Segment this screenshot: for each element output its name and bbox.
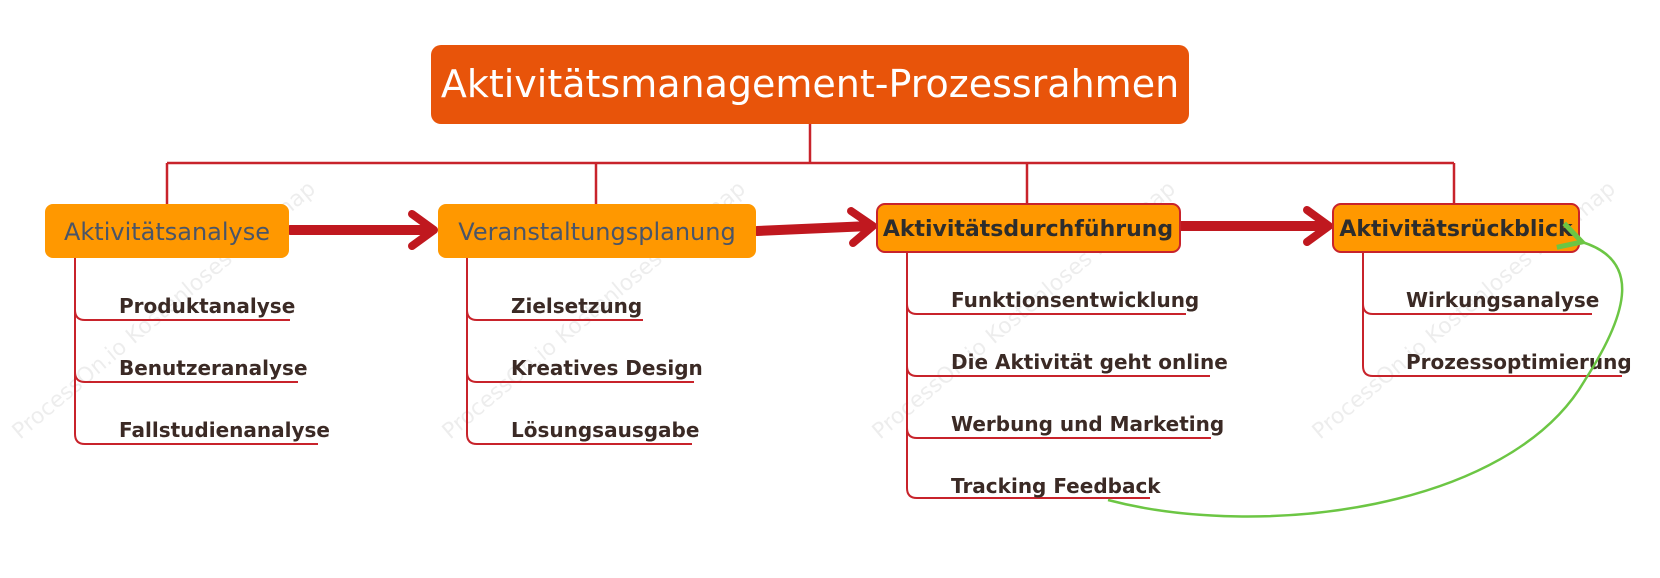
leaf-item[interactable]: Tracking Feedback bbox=[951, 474, 1161, 498]
phase-label-1: Aktivitätsanalyse bbox=[64, 218, 270, 246]
leaf-item[interactable]: Die Aktivität geht online bbox=[951, 350, 1228, 374]
leaf-item[interactable]: Zielsetzung bbox=[511, 294, 642, 318]
phase-node-2[interactable]: Veranstaltungsplanung bbox=[438, 204, 756, 258]
phase-node-1[interactable]: Aktivitätsanalyse bbox=[45, 204, 289, 258]
root-connector bbox=[165, 124, 1456, 204]
phase-label-2: Veranstaltungsplanung bbox=[458, 218, 735, 246]
feedback-curve bbox=[1107, 242, 1624, 518]
phase-box-1 bbox=[45, 204, 289, 258]
phase-arrows bbox=[285, 206, 1333, 250]
phase-1-children bbox=[74, 258, 318, 445]
leaf-item[interactable]: Werbung und Marketing bbox=[951, 412, 1224, 436]
phase-4-children bbox=[1362, 252, 1622, 377]
phase-node-3[interactable]: Aktivitätsdurchführung bbox=[876, 203, 1181, 253]
leaf-item[interactable]: Benutzeranalyse bbox=[119, 356, 308, 380]
leaf-item[interactable]: Wirkungsanalyse bbox=[1406, 288, 1599, 312]
phase-box-2 bbox=[438, 204, 756, 258]
leaf-item[interactable]: Funktionsentwicklung bbox=[951, 288, 1199, 312]
root-node[interactable]: Aktivitätsmanagement-Prozessrahmen bbox=[431, 45, 1189, 124]
root-title: Aktivitätsmanagement-Prozessrahmen bbox=[441, 62, 1179, 106]
root-node-box bbox=[431, 45, 1189, 124]
leaf-item[interactable]: Fallstudienanalyse bbox=[119, 418, 330, 442]
leaf-item[interactable]: Prozessoptimierung bbox=[1406, 350, 1632, 374]
phase-box-3 bbox=[876, 203, 1181, 253]
leaf-item[interactable]: Kreatives Design bbox=[511, 356, 703, 380]
arrow-3-to-4 bbox=[1174, 206, 1333, 246]
arrow-1-to-2 bbox=[285, 210, 438, 250]
phase-node-4[interactable]: Aktivitätsrückblick bbox=[1332, 203, 1580, 253]
leaf-item[interactable]: Lösungsausgabe bbox=[511, 418, 699, 442]
leaf-item[interactable]: Produktanalyse bbox=[119, 294, 295, 318]
phase-label-3: Aktivitätsdurchführung bbox=[883, 217, 1173, 242]
arrow-2-to-3 bbox=[752, 207, 877, 247]
phase-3-children bbox=[906, 252, 1211, 499]
phase-label-4: Aktivitätsrückblick bbox=[1339, 217, 1574, 242]
phase-2-children bbox=[466, 258, 694, 445]
